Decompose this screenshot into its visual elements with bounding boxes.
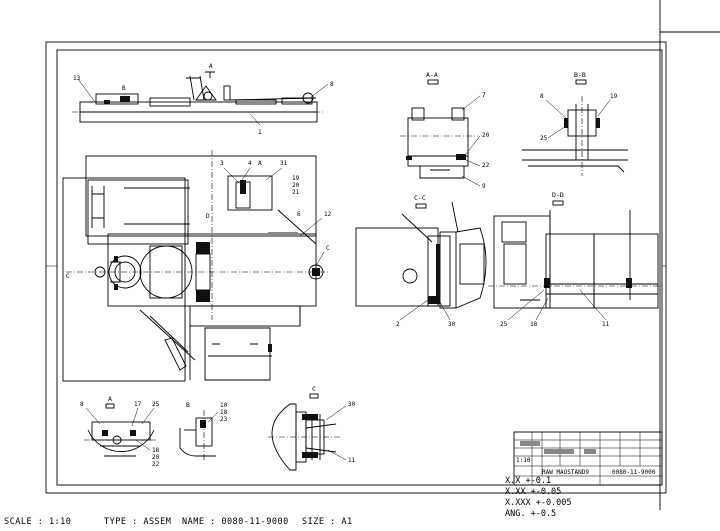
balloon-main-3: 3 bbox=[220, 160, 224, 167]
title-section-dd-box bbox=[552, 200, 564, 206]
balloon-da-17: 17 bbox=[134, 401, 142, 408]
balloon-main-31: 31 bbox=[280, 160, 288, 167]
title-detail-c-box bbox=[309, 393, 319, 399]
balloon-db-18: 18 bbox=[220, 409, 228, 416]
balloon-dd-25: 25 bbox=[500, 321, 508, 328]
marker-d-main: D bbox=[206, 213, 210, 220]
balloon-top-8: 8 bbox=[330, 81, 334, 88]
detail-c-view bbox=[268, 403, 340, 471]
balloon-da-8: 8 bbox=[80, 401, 84, 408]
marker-a-top: A bbox=[209, 63, 213, 70]
marker-a-main: A bbox=[258, 160, 262, 167]
title-detail-b: B bbox=[186, 401, 190, 409]
footer-size: SIZE : A1 bbox=[302, 517, 353, 527]
section-dd-view bbox=[488, 210, 662, 309]
balloon-db-23: 23 bbox=[220, 416, 228, 423]
section-arrow-a bbox=[205, 71, 215, 78]
tolerance-angle: ANG. +-0.5 bbox=[505, 509, 557, 519]
title-section-cc: C-C bbox=[414, 194, 426, 202]
section-aa-view bbox=[400, 107, 478, 179]
balloon-dd-18: 18 bbox=[530, 321, 538, 328]
main-view bbox=[62, 150, 330, 382]
balloon-main-20: 20 bbox=[292, 182, 300, 189]
title-block-scale: 1:10 bbox=[516, 457, 531, 464]
balloon-top-13: 13 bbox=[73, 75, 81, 82]
balloon-main-12: 12 bbox=[324, 211, 332, 218]
balloon-bb-19: 19 bbox=[610, 93, 618, 100]
balloon-main-4: 4 bbox=[248, 160, 252, 167]
marker-c-main: C bbox=[326, 245, 330, 252]
title-section-aa-box bbox=[427, 79, 439, 85]
balloon-aa-9: 9 bbox=[482, 183, 486, 190]
marker-c-left: C bbox=[66, 273, 70, 280]
top-view bbox=[72, 75, 329, 126]
title-section-aa: A-A bbox=[426, 71, 438, 79]
balloon-da-25: 25 bbox=[152, 401, 160, 408]
balloon-db-10: 10 bbox=[220, 402, 228, 409]
balloon-main-6: 6 bbox=[297, 211, 301, 218]
balloon-main-21: 21 bbox=[292, 189, 300, 196]
title-detail-a-box bbox=[105, 403, 115, 409]
balloon-main-19: 19 bbox=[292, 175, 300, 182]
balloon-da-18: 18 bbox=[152, 447, 160, 454]
balloon-bb-8: 8 bbox=[540, 93, 544, 100]
detail-a-view bbox=[84, 421, 158, 457]
balloon-bb-25: 25 bbox=[540, 135, 548, 142]
balloon-dc-11: 11 bbox=[348, 457, 356, 464]
title-section-cc-box bbox=[415, 203, 427, 209]
footer-name: NAME : 0080-11-9000 bbox=[182, 517, 289, 527]
outer-border bbox=[45, 41, 667, 494]
balloon-aa-7: 7 bbox=[482, 92, 486, 99]
balloon-da-22: 22 bbox=[152, 461, 160, 468]
title-block-material: RAW MAOSTAND9 bbox=[542, 469, 589, 476]
balloon-dd-11: 11 bbox=[602, 321, 610, 328]
title-block-drawing-no: 0080-11-9000 bbox=[612, 469, 656, 476]
balloon-dc-30: 30 bbox=[348, 401, 356, 408]
title-section-dd: D-D bbox=[552, 191, 564, 199]
inner-border bbox=[56, 49, 663, 486]
balloon-cc-30: 30 bbox=[448, 321, 456, 328]
section-cc-view bbox=[355, 201, 487, 309]
balloon-da-20: 20 bbox=[152, 454, 160, 461]
balloon-cc-2: 2 bbox=[396, 321, 400, 328]
footer-scale: SCALE : 1:10 bbox=[4, 517, 72, 527]
tolerance-x-x: X.X +-0.1 bbox=[505, 476, 552, 486]
marker-b-top: B bbox=[122, 85, 126, 92]
balloon-aa-20: 20 bbox=[482, 132, 490, 139]
balloon-top-1: 1 bbox=[258, 129, 262, 136]
title-block bbox=[513, 431, 663, 486]
tolerance-x-xx: X.XX +-0.05 bbox=[505, 487, 562, 497]
balloon-aa-22: 22 bbox=[482, 162, 490, 169]
title-section-bb: B-B bbox=[574, 71, 586, 79]
title-detail-a: A bbox=[108, 395, 112, 403]
title-section-bb-box bbox=[575, 79, 587, 85]
footer-type: TYPE : ASSEM bbox=[104, 517, 172, 527]
detail-b-view bbox=[179, 410, 216, 460]
section-bb-view bbox=[522, 96, 628, 176]
tolerance-x-xxx: X.XXX +-0.005 bbox=[505, 498, 572, 508]
title-detail-c: C bbox=[312, 385, 316, 393]
